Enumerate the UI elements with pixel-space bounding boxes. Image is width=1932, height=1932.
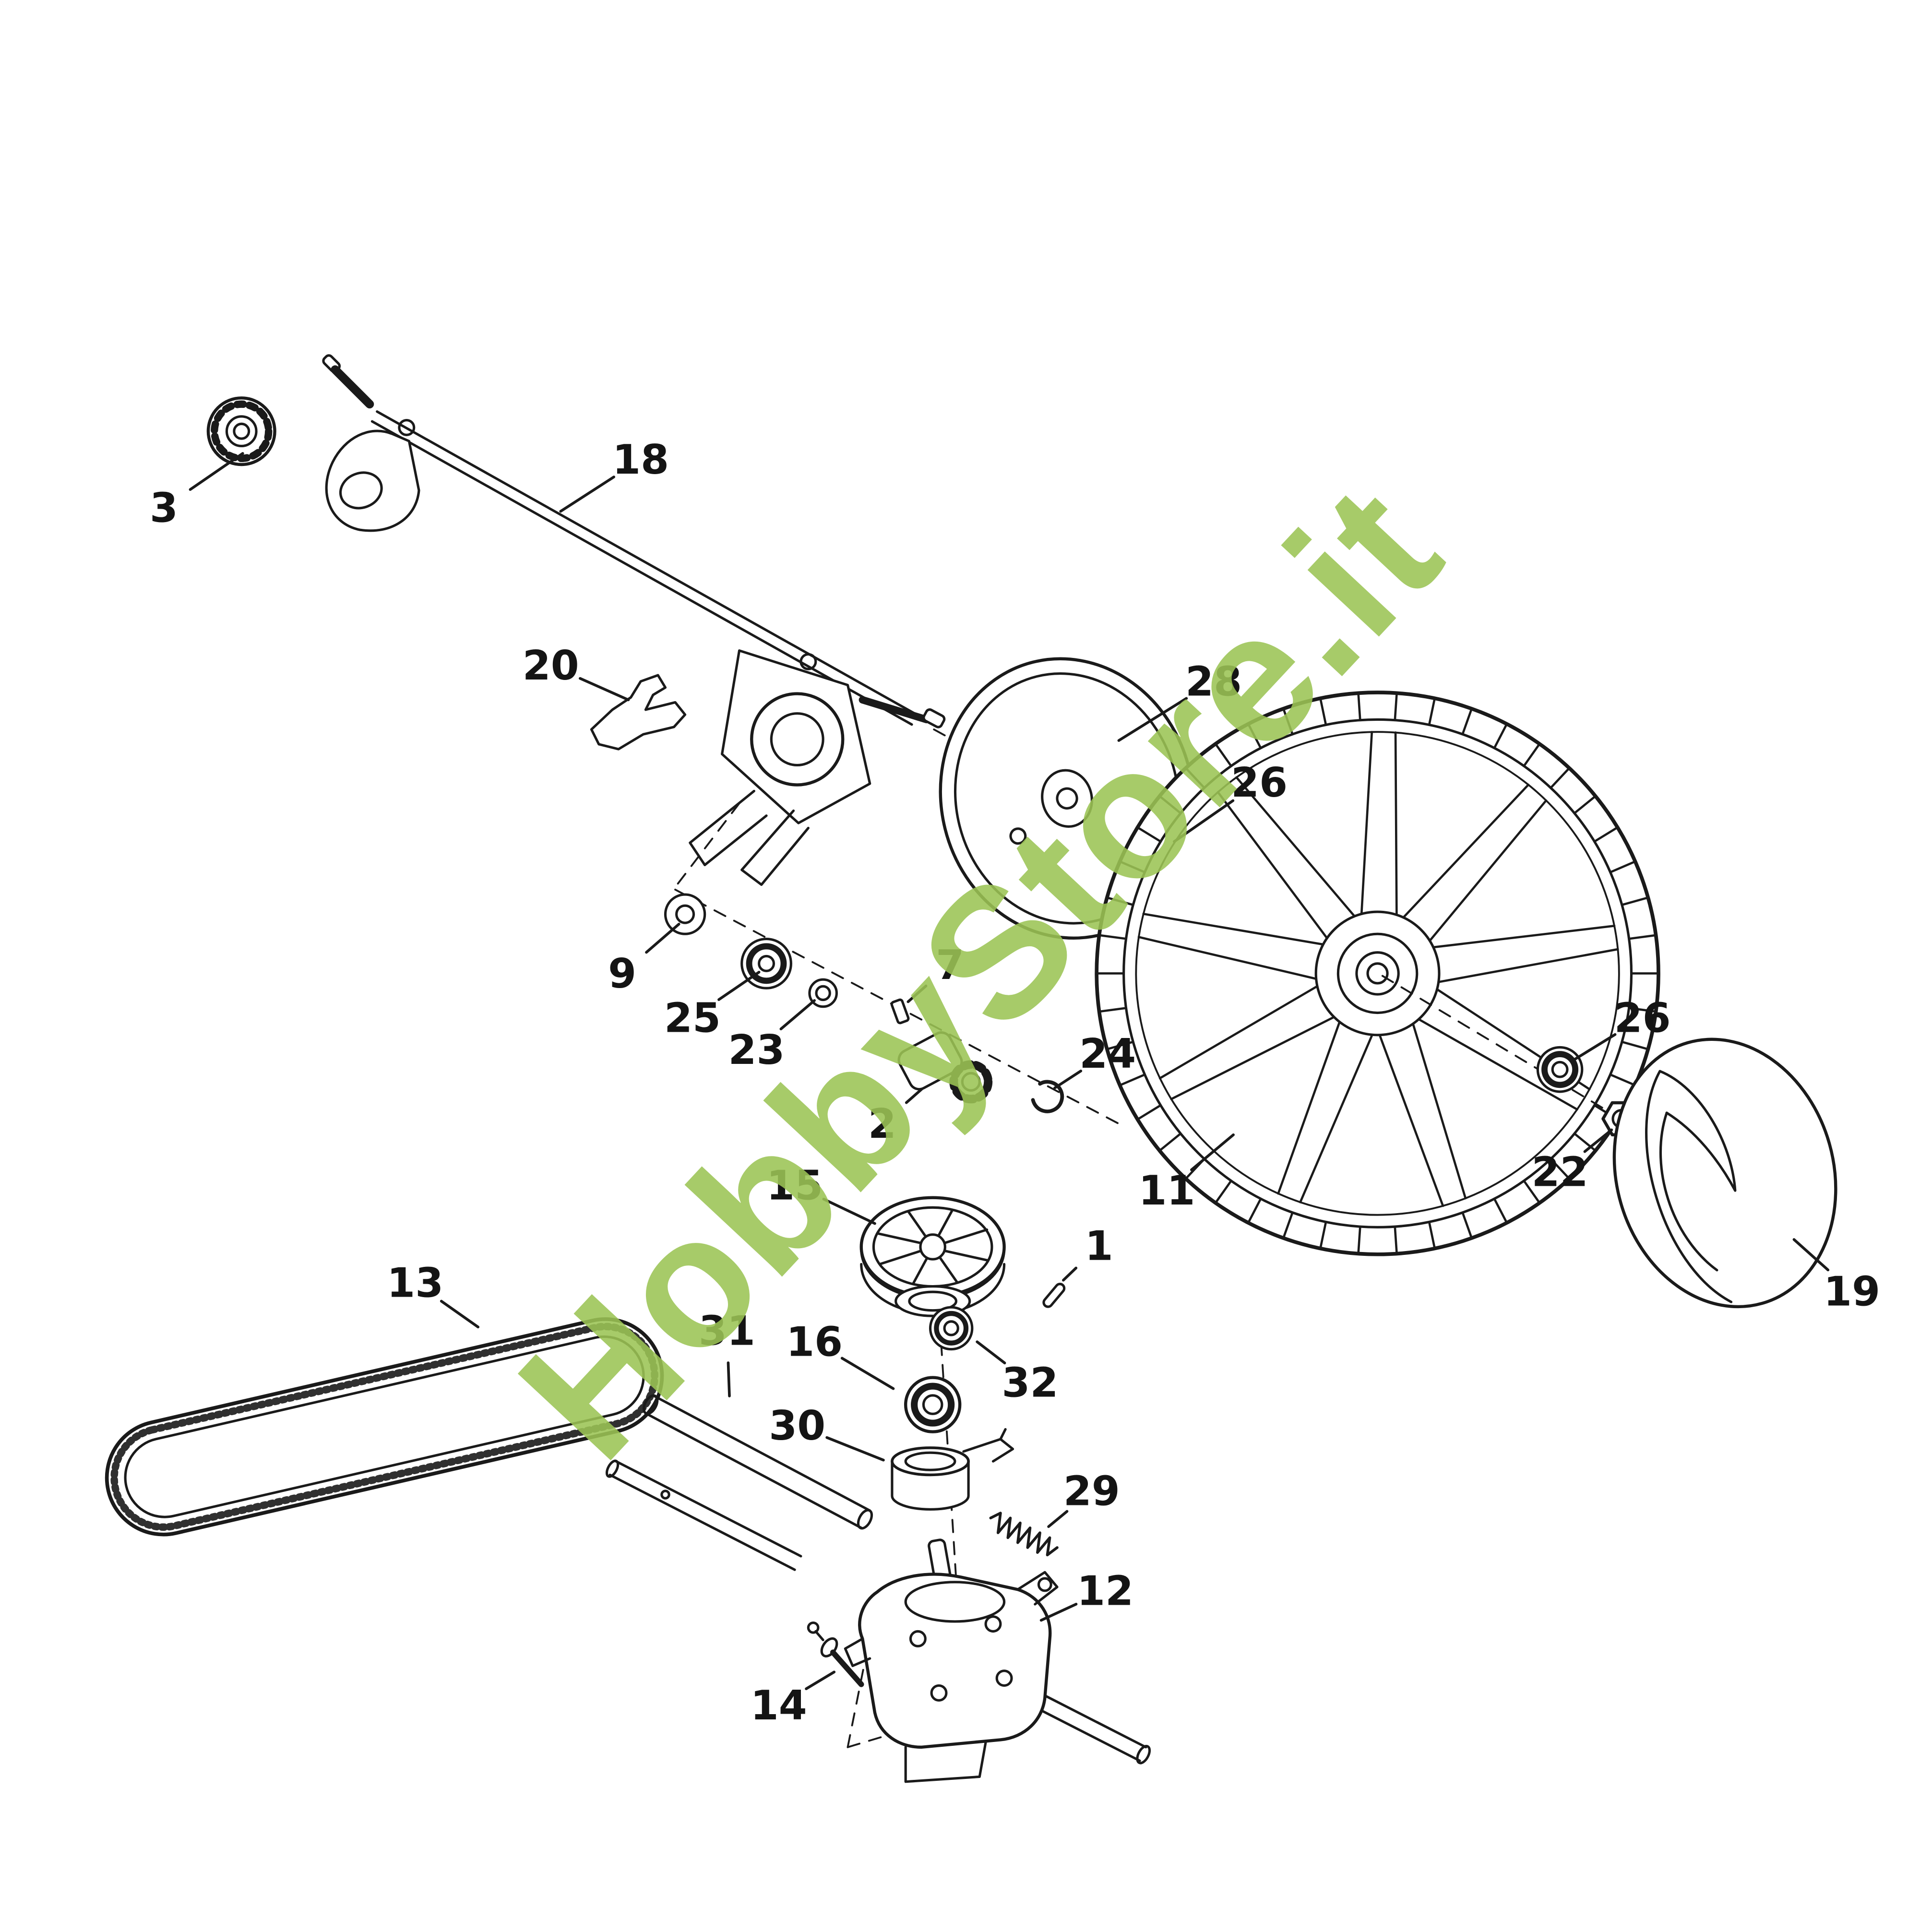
- latch-bracket-part-20: [590, 674, 687, 751]
- pin-part-1: [1042, 1283, 1066, 1308]
- clutch-drum-part-30: [891, 1428, 1014, 1511]
- wheel-cap-part-19: [1612, 1038, 1837, 1309]
- axis-wheel-to-cap: [1381, 975, 1765, 1206]
- bearing-part-16: [904, 1376, 962, 1433]
- spring-part-29: [989, 1512, 1059, 1557]
- wheel-part-11: [1095, 691, 1660, 1256]
- drive-shaft-part-18: [322, 354, 946, 886]
- key-part-7: [890, 998, 910, 1025]
- bearing-part-25: [740, 937, 792, 990]
- retaining-clip-part-24: [1030, 1080, 1064, 1113]
- drive-belt-part-13: [105, 1317, 664, 1537]
- washer-part-9: [664, 893, 706, 935]
- bearing-part-32: [929, 1306, 974, 1351]
- bolt-part-14: [807, 1621, 864, 1687]
- axle-shaft: [605, 1459, 1151, 1765]
- gearbox-part-12: [844, 1538, 1059, 1783]
- pulley-part-15: [859, 1196, 1006, 1317]
- shaft-tube-part-31: [643, 1394, 873, 1530]
- coupler-gear-part-3: [206, 396, 276, 466]
- bearing-part-26-right: [1536, 1046, 1584, 1093]
- ring-part-23: [808, 978, 838, 1008]
- label-leader-lines: [189, 452, 1830, 1690]
- pinion-gear-part-2: [897, 1031, 993, 1104]
